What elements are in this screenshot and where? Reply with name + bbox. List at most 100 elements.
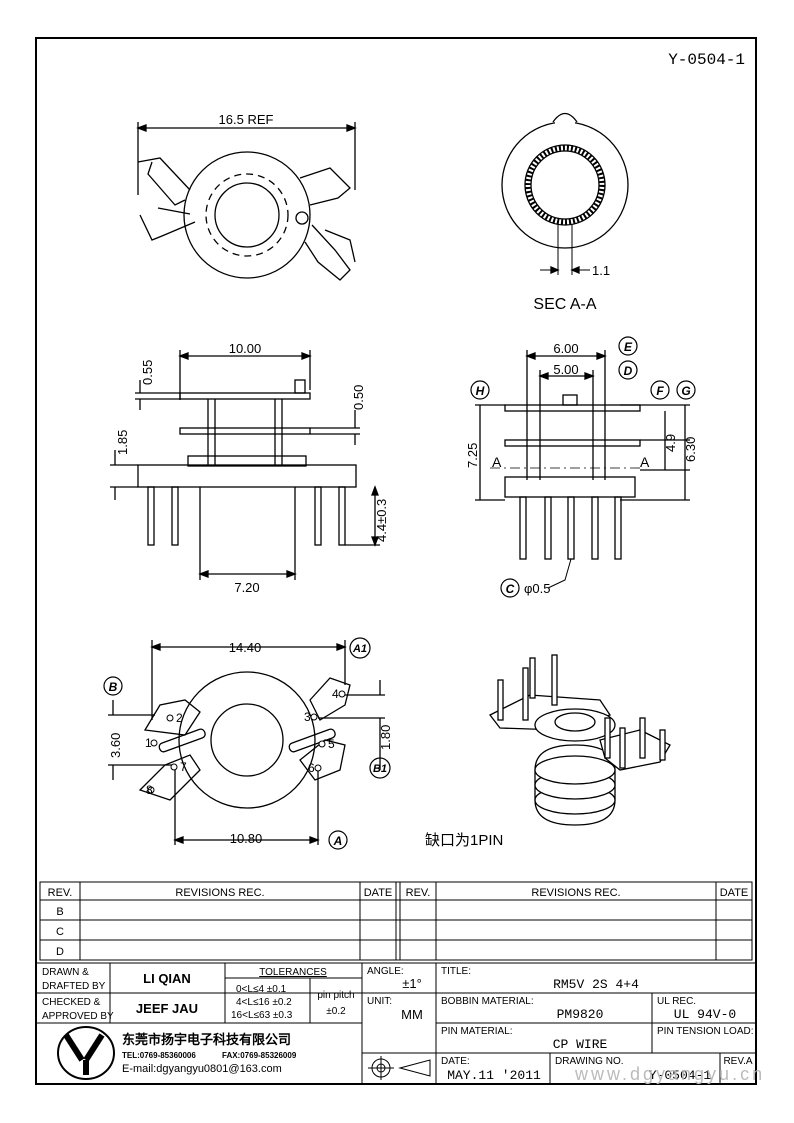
pin-pitch-value: ±0.2: [326, 1006, 346, 1017]
unit-label: UNIT:: [367, 996, 392, 1007]
marker-H: H: [470, 380, 490, 400]
rev-label: REV.A: [723, 1056, 752, 1067]
pin-material-value: CP WIRE: [553, 1037, 608, 1052]
date-label: DATE:: [441, 1056, 470, 1067]
drawing-code: Y-0504-1: [668, 51, 745, 69]
title-block: [35, 962, 757, 1085]
marker-E: E: [618, 336, 638, 356]
rev-row-c: C: [56, 926, 64, 938]
dim-side-height-left: 7.25: [465, 443, 480, 468]
rev-date-header-right: DATE: [720, 887, 749, 899]
ul-rec-value: UL 94V-0: [674, 1007, 736, 1022]
ul-rec-label: UL REC.: [657, 996, 696, 1007]
date-value: MAY.11 '2011: [447, 1068, 541, 1083]
section-label: SEC A-A: [533, 296, 596, 313]
checked-by-label-1: CHECKED &: [42, 997, 101, 1008]
marker-F: F: [650, 380, 670, 400]
pin-pitch-label: pin pitch: [317, 990, 354, 1001]
company-email: E-mail:dgyangyu0801@163.com: [122, 1063, 282, 1075]
rev-header-left: REV.: [48, 887, 73, 899]
dim-bottom-pin-span: 10.80: [230, 831, 263, 846]
bobbin-material-label: BOBBIN MATERIAL:: [441, 996, 534, 1007]
pin-label-2: 2: [176, 711, 183, 725]
dim-side-height-inner: 4.9: [663, 434, 678, 452]
company-name: 东莞市扬宇电子科技有限公司: [122, 1032, 291, 1047]
tolerance-2: 4<L≤16 ±0.2: [236, 997, 292, 1008]
projection-symbol-icon: [368, 1056, 431, 1080]
dim-bottom-left-pitch: 3.60: [108, 733, 123, 758]
dim-side-width: 6.00: [553, 341, 578, 356]
dim-pin-dia: φ0.5: [524, 581, 551, 596]
bobbin-material-value: PM9820: [557, 1007, 604, 1022]
drawn-by-label-1: DRAWN &: [42, 967, 89, 978]
marker-G: G: [676, 380, 696, 400]
marker-C: C: [500, 578, 520, 598]
drawn-by-label-2: DRAFTED BY: [42, 981, 106, 992]
checked-by: JEEF JAU: [136, 1001, 198, 1016]
pin-label-3: 3: [304, 710, 311, 724]
angle-label: ANGLE:: [367, 966, 404, 977]
company-tel: TEL:0769-85360006: [122, 1051, 196, 1060]
dim-front-width: 10.00: [229, 341, 262, 356]
company-fax: FAX:0769-85326009: [222, 1051, 297, 1060]
pin-label-6: 6: [308, 761, 315, 775]
drawing-no-value: Y-0504-1: [649, 1068, 712, 1083]
front-view: [110, 350, 380, 580]
svg-text:A1: A1: [352, 643, 367, 655]
rev-row-d: D: [56, 946, 64, 958]
svg-text:B: B: [109, 680, 118, 694]
dim-front-pin-span: 7.20: [234, 580, 259, 595]
svg-text:G: G: [681, 384, 690, 398]
dim-side-inner: 5.00: [553, 362, 578, 377]
pin-tension-label: PIN TENSION LOAD:: [657, 1026, 754, 1037]
rev-date-header-left: DATE: [364, 887, 393, 899]
revision-table: [39, 881, 753, 961]
title-label: TITLE:: [441, 966, 471, 977]
top-view: [136, 122, 357, 281]
rev-rec-header-left: REVISIONS REC.: [175, 887, 264, 899]
dim-front-base-thk: 1.85: [115, 430, 130, 455]
dim-bottom-right-pitch: 1.80: [378, 725, 393, 750]
dim-front-flange-thk: 0.50: [351, 385, 366, 410]
company-logo: [57, 1026, 115, 1080]
dim-bottom-width: 14.40: [229, 640, 262, 655]
pin-label-1: 1: [145, 736, 152, 750]
pin-label-8: 8: [146, 783, 153, 797]
section-cut-right: A: [640, 454, 650, 470]
pin-label-7: 7: [180, 760, 187, 774]
unit-value: MM: [401, 1007, 423, 1022]
dim-side-height-right: 6.30: [683, 437, 698, 462]
angle-value: ±1°: [402, 976, 422, 991]
rev-row-b: B: [56, 906, 63, 918]
side-view: [475, 350, 690, 589]
svg-text:B1: B1: [373, 763, 387, 775]
isometric-view: [489, 654, 671, 826]
section-cut-left: A: [492, 454, 502, 470]
marker-B: B: [103, 676, 123, 696]
pin-material-label: PIN MATERIAL:: [441, 1026, 513, 1037]
svg-text:D: D: [624, 364, 633, 378]
notch-note: 缺口为1PIN: [425, 832, 503, 849]
marker-B1: B1: [369, 757, 391, 779]
marker-D: D: [618, 360, 638, 380]
rev-rec-header-right: REVISIONS REC.: [531, 887, 620, 899]
dim-sec-wall: 1.1: [592, 263, 610, 278]
rev-header-right: REV.: [406, 887, 431, 899]
svg-text:C: C: [506, 582, 515, 596]
section-view: [501, 112, 629, 275]
dim-top-width: 16.5 REF: [219, 112, 274, 127]
marker-A1: A1: [349, 637, 371, 659]
tolerance-3: 16<L≤63 ±0.3: [231, 1010, 293, 1021]
pin-label-5: 5: [328, 737, 335, 751]
marker-A: A: [328, 830, 348, 850]
dim-front-flange-top: 0.55: [140, 360, 155, 385]
tolerance-1: 0<L≤4 ±0.1: [236, 984, 287, 995]
drawn-by: LI QIAN: [143, 971, 191, 986]
bottom-pin-holes: [147, 690, 346, 794]
pin-label-4: 4: [332, 687, 339, 701]
watermark: www.dgyangyu.cn: [574, 1064, 765, 1084]
tolerances-label: TOLERANCES: [259, 967, 327, 978]
svg-text:H: H: [476, 384, 485, 398]
svg-text:E: E: [624, 340, 633, 354]
